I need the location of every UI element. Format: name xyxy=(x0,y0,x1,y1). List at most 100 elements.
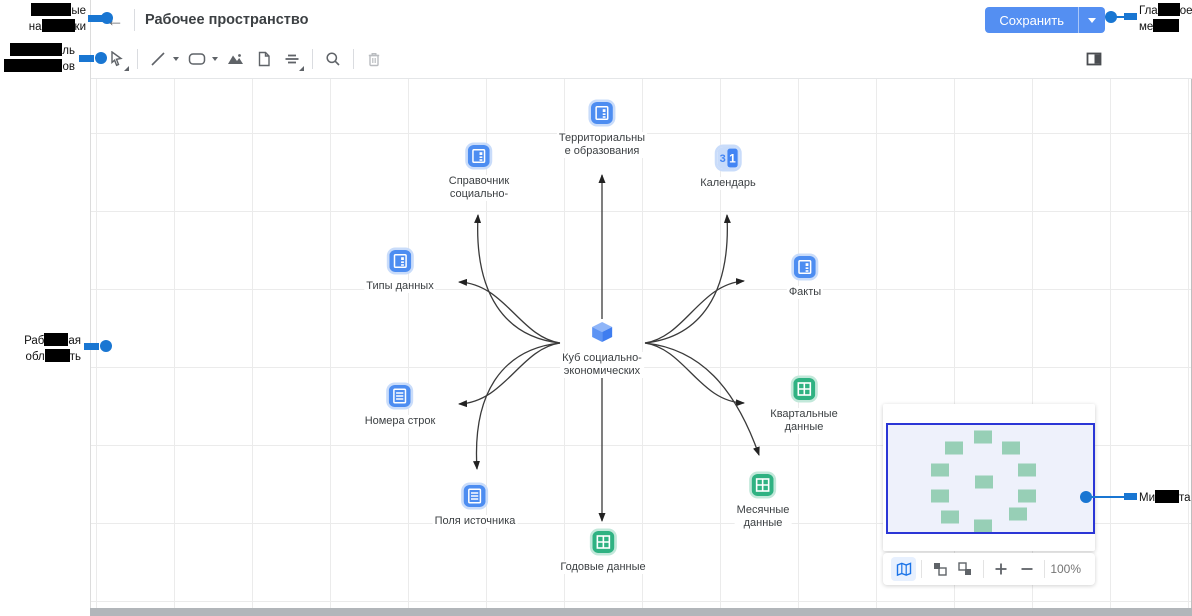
toolbar-divider xyxy=(137,49,138,69)
node-facts[interactable]: Факты xyxy=(786,256,824,299)
redaction-box xyxy=(10,43,63,56)
minimap-node-block xyxy=(1009,507,1027,521)
search-tool-button[interactable] xyxy=(319,45,347,73)
node-dictionary[interactable]: Справочник социально- xyxy=(446,145,512,201)
edge-cube-data-types[interactable] xyxy=(458,278,561,344)
node-yearly[interactable]: Годовые данные xyxy=(558,531,648,574)
minimap-node-block xyxy=(974,519,992,532)
redaction-box xyxy=(44,349,70,362)
annotation-connector-bar xyxy=(1124,493,1137,500)
submenu-corner-icon xyxy=(299,66,304,71)
zoom-in-button[interactable] xyxy=(989,557,1014,581)
annotation-connector-dot xyxy=(95,52,107,64)
zoom-to-selection-button[interactable] xyxy=(953,557,978,581)
edge-cube-monthly[interactable] xyxy=(644,342,760,456)
horizontal-scrollbar[interactable] xyxy=(90,608,1192,616)
image-tool-button[interactable] xyxy=(222,45,250,73)
minimap-node-block xyxy=(1018,463,1036,477)
minimap-node-block xyxy=(941,510,959,524)
edge-cube-calendar[interactable] xyxy=(644,214,731,344)
workspace-canvas[interactable]: Куб социально- экономических Территориал… xyxy=(90,79,1192,608)
annotation-connector-dot xyxy=(1105,11,1117,23)
zoom-out-button[interactable] xyxy=(1014,557,1039,581)
redaction-box xyxy=(41,19,75,32)
node-label: Календарь xyxy=(698,177,758,190)
map-icon xyxy=(896,561,911,576)
edge-cube-facts[interactable] xyxy=(644,278,745,344)
diagram-edges xyxy=(458,174,760,522)
minimap-node-block xyxy=(975,475,993,489)
table-icon xyxy=(591,102,613,124)
edge-cube-source-fields[interactable] xyxy=(472,342,561,470)
page-tool-button[interactable] xyxy=(250,45,278,73)
save-dropdown-button[interactable] xyxy=(1078,7,1105,33)
annotation-connector-bar xyxy=(79,55,94,62)
annotation-connector-dot xyxy=(100,340,112,352)
annotation-connector-dot xyxy=(101,12,113,24)
distribute-icon xyxy=(285,54,299,64)
cube-icon xyxy=(591,322,612,342)
redaction-box xyxy=(4,59,63,72)
node-data-types[interactable]: Типы данных xyxy=(364,250,436,293)
minimap-controls: 100% xyxy=(883,553,1095,585)
table-icon xyxy=(389,250,411,272)
zoom-to-fit-button[interactable] xyxy=(927,557,952,581)
minimap-toggle-button[interactable] xyxy=(891,557,917,581)
line-tool-caret-icon[interactable] xyxy=(173,57,179,61)
list-icon xyxy=(464,485,486,507)
minimap-viewport[interactable] xyxy=(886,423,1095,534)
delete-tool-button[interactable] xyxy=(360,45,388,73)
select-tool-button[interactable] xyxy=(103,45,131,73)
minus-icon xyxy=(1021,568,1033,570)
table-icon xyxy=(794,256,816,278)
submenu-corner-icon xyxy=(124,66,129,71)
node-label: Факты xyxy=(786,286,824,299)
node-calendar[interactable]: 3 1 Календарь xyxy=(698,147,758,190)
edge-cube-dictionary[interactable] xyxy=(474,214,561,344)
annotation-connector-line xyxy=(1115,16,1125,18)
shape-tool-caret-icon[interactable] xyxy=(212,57,218,61)
grid-table-icon xyxy=(793,378,815,400)
annotation-connector-line xyxy=(1090,496,1124,498)
node-label: Месячные данные xyxy=(734,504,792,530)
node-monthly[interactable]: Месячные данные xyxy=(734,474,792,530)
search-icon xyxy=(326,52,340,66)
node-territorial[interactable]: Территориальны е образования xyxy=(556,102,648,158)
grid-table-icon xyxy=(592,531,614,553)
node-row-numbers[interactable]: Номера строк xyxy=(362,385,438,428)
node-source-fields[interactable]: Поля источника xyxy=(432,485,518,528)
line-tool-button[interactable] xyxy=(144,45,172,73)
calendar-31-icon: 3 1 xyxy=(717,147,739,169)
save-button[interactable]: Сохранить xyxy=(985,7,1078,33)
annotation-toolbar-label: ль ов xyxy=(0,43,75,75)
redaction-box xyxy=(1157,3,1180,16)
panel-toggle-button[interactable] xyxy=(1080,45,1108,73)
minimap-panel xyxy=(883,404,1095,551)
node-label: Территориальны е образования xyxy=(556,132,648,158)
minimap-controls-divider xyxy=(1044,560,1046,578)
shape-tool-button[interactable] xyxy=(183,45,211,73)
node-quarterly[interactable]: Квартальные данные xyxy=(768,378,840,434)
node-label: Справочник социально- xyxy=(446,175,512,201)
edge-cube-row-numbers[interactable] xyxy=(458,342,561,408)
node-label: Номера строк xyxy=(362,415,438,428)
toolbar xyxy=(90,40,1192,79)
minimap-node-block xyxy=(931,463,949,477)
minimap-controls-divider xyxy=(921,560,923,578)
node-cube[interactable]: Куб социально- экономических xyxy=(560,320,644,378)
annotation-connector-bar xyxy=(88,15,103,22)
page-title: Рабочее пространство xyxy=(145,12,309,28)
node-label: Годовые данные xyxy=(558,561,648,574)
minimap-node-block xyxy=(1002,441,1020,455)
node-label: Типы данных xyxy=(364,280,436,293)
list-icon xyxy=(389,385,411,407)
zoom-level-label: 100% xyxy=(1050,562,1082,576)
zoom-to-selection-icon xyxy=(958,562,972,575)
gutter-divider xyxy=(90,0,91,608)
distribute-tool-button[interactable] xyxy=(278,45,306,73)
edge-cube-quarterly[interactable] xyxy=(644,342,745,407)
